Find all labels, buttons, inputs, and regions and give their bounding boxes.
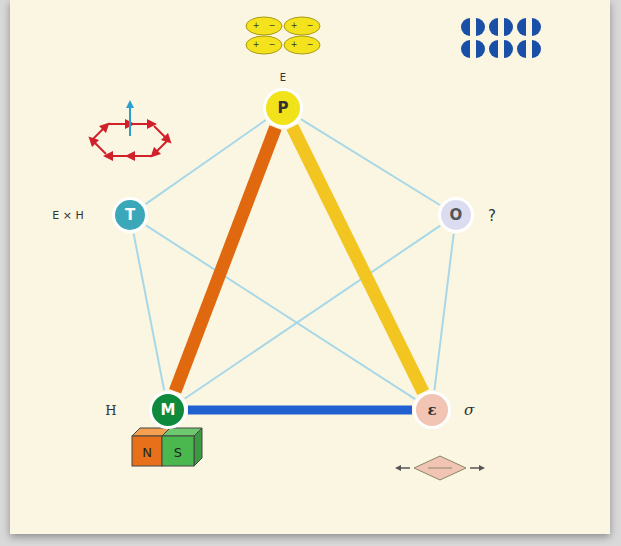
field-label: H — [105, 404, 116, 417]
card-background — [10, 0, 610, 534]
coupling-bar — [175, 128, 275, 392]
field-label: E × H — [52, 210, 83, 221]
charge-sign: + — [253, 41, 260, 49]
field-label: σ — [464, 403, 474, 418]
node-letter: P — [278, 99, 289, 117]
order-circle: T — [112, 197, 148, 233]
node-letter: ε — [427, 401, 436, 419]
order-circle: ε — [413, 391, 451, 429]
question-mark: ? — [488, 209, 496, 224]
coupling-bar — [292, 127, 423, 392]
charge-sign: + — [291, 41, 298, 49]
order-circle: M — [149, 391, 187, 429]
pole-label: N — [142, 446, 152, 459]
connector-line — [434, 234, 453, 390]
node-letter: O — [450, 206, 463, 224]
charge-sign: + — [291, 22, 298, 30]
node-letter: T — [125, 206, 135, 224]
multipole-icons — [461, 18, 541, 58]
charge-sign: − — [269, 22, 276, 30]
connector-line — [134, 234, 165, 391]
field-label: E — [280, 73, 286, 83]
strain-icon — [398, 456, 482, 480]
charge-sign: − — [307, 41, 314, 49]
charge-sign: − — [269, 41, 276, 49]
pole-label: S — [174, 446, 182, 459]
magnet-icon — [132, 428, 202, 466]
dipole-icons — [246, 17, 320, 54]
order-circle: O — [438, 197, 474, 233]
charge-sign: + — [253, 22, 260, 30]
toroidal-moment-icon — [92, 104, 168, 156]
coupling-bar — [188, 406, 412, 415]
charge-sign: − — [307, 22, 314, 30]
node-letter: M — [161, 401, 176, 419]
order-circle: P — [263, 88, 303, 128]
